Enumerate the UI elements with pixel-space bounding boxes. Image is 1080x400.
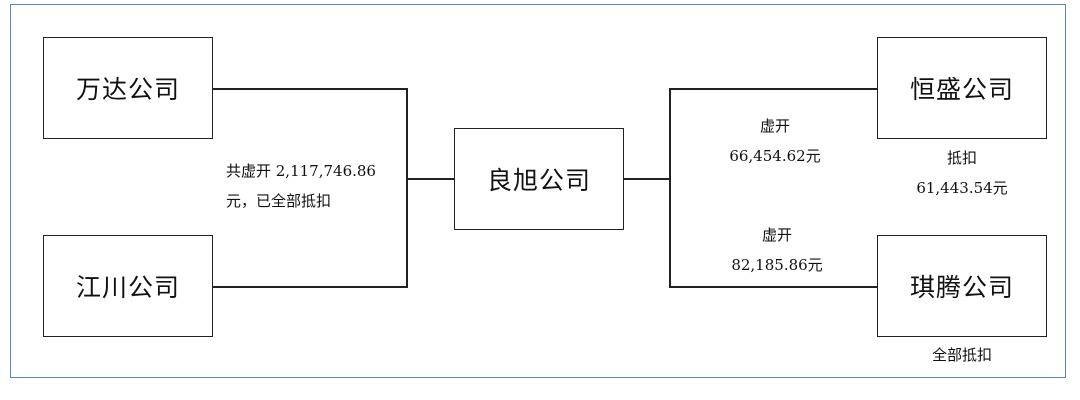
jiangchuan-company-box: 江川公司 (43, 235, 213, 337)
right-top-invoice-label: 虚开 66,454.62元 (710, 111, 840, 171)
liangxu-company-box: 良旭公司 (454, 128, 624, 230)
right-bottom-invoice-line-1: 虚开 (761, 226, 792, 244)
qiteng-company-label: 琪腾公司 (909, 273, 1014, 302)
hengsheng-deduction-line-1: 抵扣 (946, 149, 977, 167)
right-top-invoice-line-1: 虚开 (759, 117, 790, 135)
qiteng-deduction-text: 全部抵扣 (931, 346, 992, 364)
right-bottom-invoice-label: 虚开 82,185.86元 (712, 220, 842, 280)
hengsheng-deduction-label: 抵扣 61,443.54元 (897, 143, 1027, 203)
liangxu-company-label: 良旭公司 (486, 166, 591, 195)
left-to-liangxu-connector (406, 178, 454, 180)
left-invoice-line-1: 共虚开 2,117,746.86 (226, 162, 376, 180)
right-top-invoice-line-2: 66,454.62元 (729, 147, 821, 165)
right-bottom-invoice-line-2: 82,185.86元 (731, 256, 823, 274)
qiteng-company-box: 琪腾公司 (877, 235, 1047, 337)
hengsheng-deduction-line-2: 61,443.54元 (916, 179, 1008, 197)
jiangchuan-connector-line (213, 286, 407, 288)
jiangchuan-company-label: 江川公司 (75, 273, 180, 302)
left-invoice-line-2: 元，已全部抵扣 (226, 192, 332, 210)
hengsheng-company-box: 恒盛公司 (877, 37, 1047, 139)
qiteng-connector-line (669, 286, 877, 288)
qiteng-deduction-label: 全部抵扣 (897, 340, 1027, 370)
wanda-company-box: 万达公司 (43, 37, 213, 139)
right-vertical-connector (669, 88, 671, 288)
left-vertical-connector (406, 88, 408, 288)
left-invoice-label: 共虚开 2,117,746.86 元，已全部抵扣 (226, 156, 376, 216)
wanda-connector-line (213, 88, 407, 90)
wanda-company-label: 万达公司 (75, 75, 180, 104)
liangxu-to-right-connector (624, 178, 670, 180)
hengsheng-company-label: 恒盛公司 (909, 75, 1014, 104)
hengsheng-connector-line (669, 88, 877, 90)
